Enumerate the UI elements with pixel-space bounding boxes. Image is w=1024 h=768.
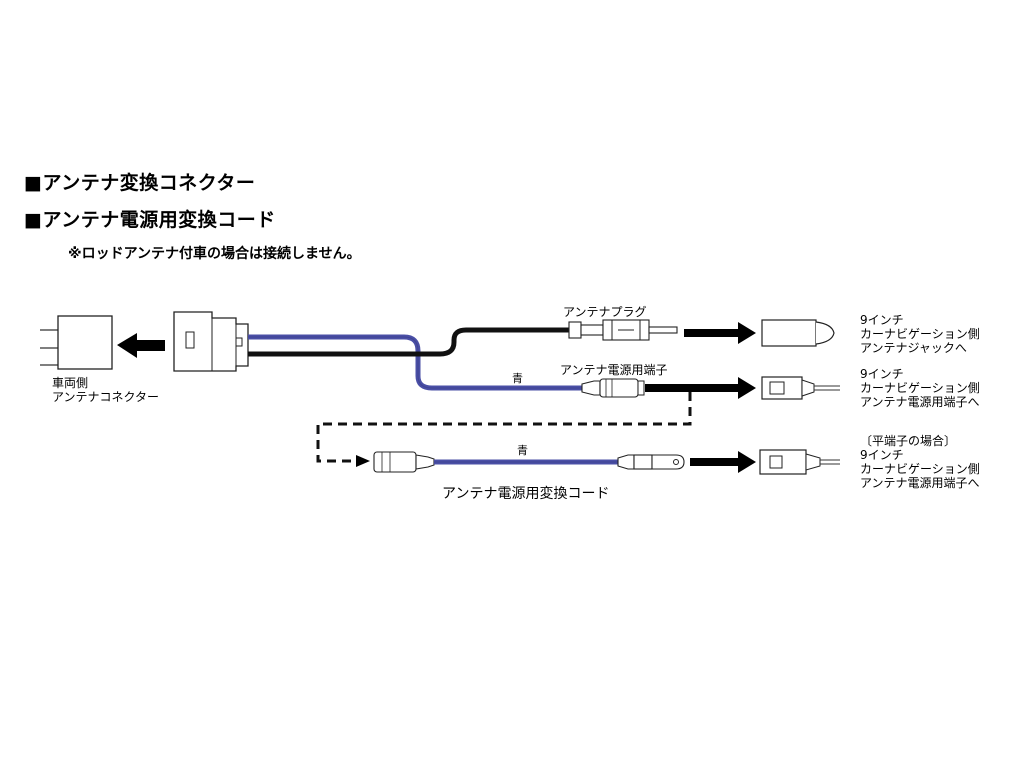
to-flat-terminal-label: 〔平端子の場合〕 9インチ カーナビゲーション側 アンテナ電源用端子へ <box>860 434 980 490</box>
blue-wire-main <box>248 334 582 391</box>
arrow-right-icon <box>356 455 370 467</box>
arrow-right-icon <box>645 377 756 399</box>
arrow-right-icon <box>690 451 756 473</box>
black-wire-main <box>248 327 570 357</box>
wire-color-lower: 青 <box>517 444 528 457</box>
antenna-plug <box>568 319 678 341</box>
antenna-plug-label: アンテナプラグ <box>563 305 647 319</box>
power-terminal-label: アンテナ電源用端子 <box>560 363 668 377</box>
arrow-right-icon <box>684 322 756 344</box>
nav-flat-receptacle <box>759 449 840 475</box>
to-power-terminal-label: 9インチ カーナビゲーション側 アンテナ電源用端子へ <box>860 367 980 409</box>
arrow-left-icon <box>117 333 165 358</box>
conversion-cord <box>373 451 685 473</box>
wire-color-upper: 青 <box>512 372 523 385</box>
vehicle-connector-label: 車両側 アンテナコネクター <box>52 376 160 404</box>
to-antenna-jack-label: 9インチ カーナビゲーション側 アンテナジャックへ <box>860 313 980 355</box>
nav-power-receptacle <box>761 376 840 400</box>
antenna-jack <box>761 319 835 347</box>
vehicle-connector <box>40 315 113 370</box>
power-terminal <box>581 378 645 398</box>
dashed-route <box>316 392 692 463</box>
conversion-connector <box>173 311 249 372</box>
heading-antenna-connector: ■アンテナ変換コネクター <box>24 172 256 194</box>
conversion-cord-caption: アンテナ電源用変換コード <box>442 486 610 502</box>
heading-antenna-power-cord: ■アンテナ電源用変換コード <box>24 209 276 231</box>
note-rod-antenna: ※ロッドアンテナ付車の場合は接続しません。 <box>68 246 361 262</box>
